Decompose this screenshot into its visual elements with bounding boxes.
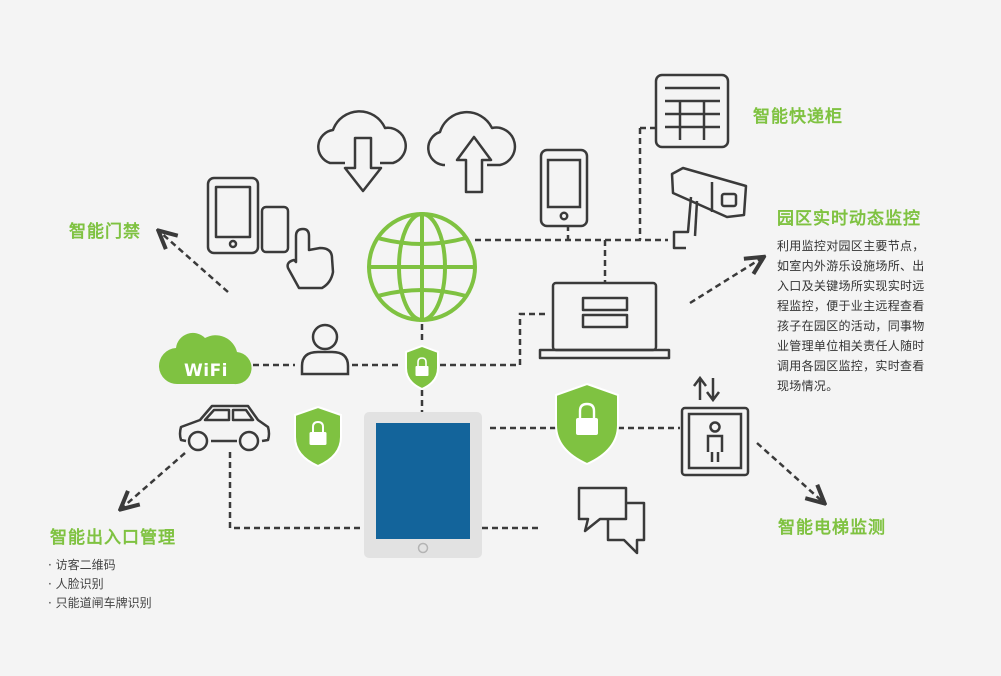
user-icon [300, 323, 350, 376]
monitoring-description: 利用监控对园区主要节点， 如室内外游乐设施场所、出 入口及关键场所实现实时远 程… [777, 236, 925, 396]
connector-lines [228, 126, 680, 530]
monitoring-desc-line: 孩子在园区的活动，同事物 [777, 319, 925, 333]
express-cabinet-icon [654, 73, 730, 149]
globe-icon [367, 212, 477, 322]
list-item: · 人脸识别 [48, 577, 104, 591]
direction-arrows [122, 232, 823, 508]
monitoring-title: 园区实时动态监控 [777, 209, 921, 229]
monitoring-desc-line: 现场情况。 [777, 379, 839, 393]
monitoring-desc-line: 如室内外游乐设施场所、出 [777, 259, 925, 273]
express-cabinet-title: 智能快递柜 [753, 107, 843, 127]
entrance-title: 智能出入口管理 [50, 528, 176, 548]
chat-bubbles-icon [577, 486, 646, 555]
list-item: · 访客二维码 [48, 558, 116, 572]
monitoring-desc-line: 程监控，便于业主远程查看 [777, 299, 925, 313]
monitoring-desc-line: 入口及关键场所实现实时远 [777, 279, 925, 293]
tablet-icon [364, 412, 482, 558]
access-control-title: 智能门禁 [69, 222, 141, 242]
security-camera-icon [670, 166, 748, 250]
entrance-feature-list: · 访客二维码 · 人脸识别 · 只能道闸车牌识别 [48, 556, 152, 613]
download-cloud-icon [317, 110, 407, 193]
shield-lock-icon [555, 382, 619, 466]
car-icon [178, 404, 271, 452]
elevator-title: 智能电梯监测 [778, 518, 886, 538]
wifi-cloud-icon: WiFi [158, 332, 252, 385]
upload-cloud-icon [427, 110, 517, 194]
wifi-label: WiFi [184, 361, 228, 381]
laptop-icon [538, 281, 671, 360]
shield-lock-icon [294, 405, 342, 468]
monitoring-desc-line: 调用各园区监控，实时查看 [777, 359, 925, 373]
smartphone-icon [539, 148, 589, 228]
elevator-icon [680, 375, 750, 477]
shield-lock-icon [405, 344, 439, 391]
monitoring-desc-line: 业管理单位相关责任人随时 [777, 339, 925, 353]
monitoring-desc-line: 利用监控对园区主要节点， [777, 239, 925, 253]
tablet-hand-icon [206, 176, 335, 290]
list-item: · 只能道闸车牌识别 [48, 596, 152, 610]
